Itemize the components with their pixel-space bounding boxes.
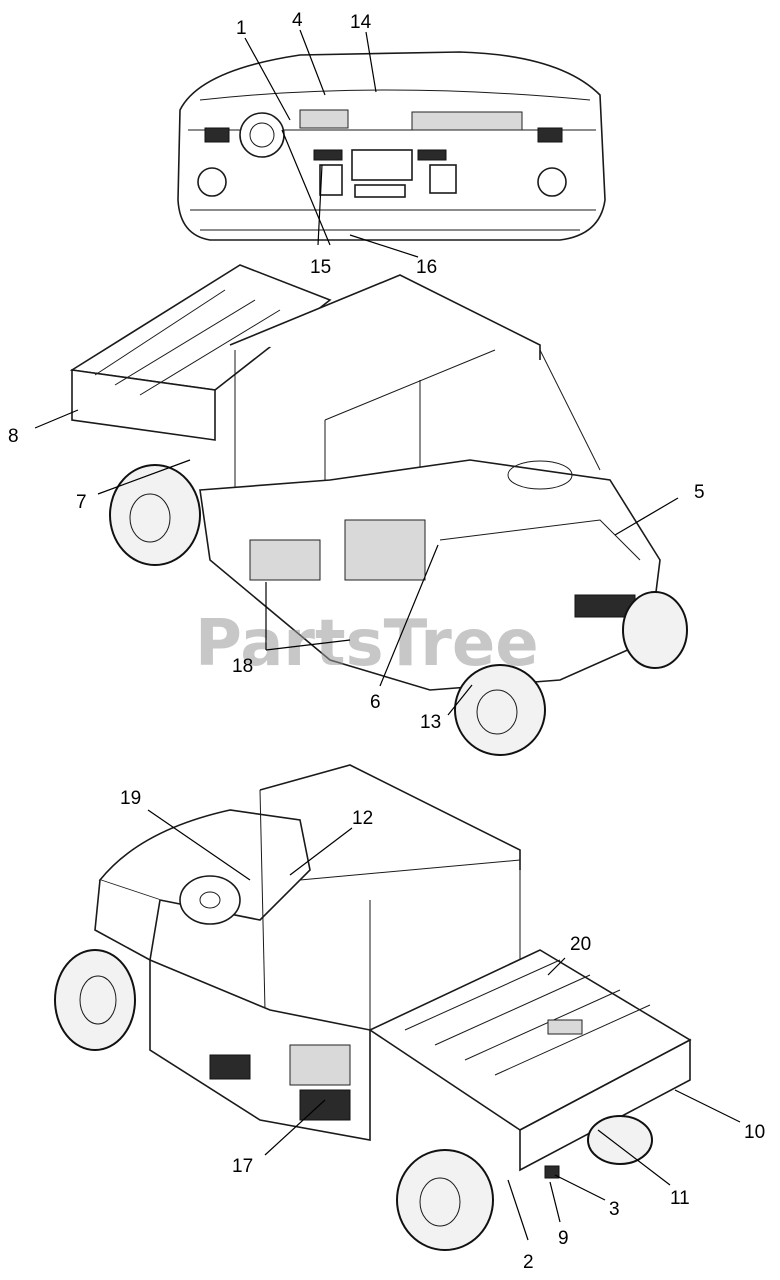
callout-10: 10 — [744, 1122, 765, 1143]
callout-numbers: 1 4 14 15 16 8 7 5 18 6 13 19 12 20 10 1… — [8, 10, 765, 1273]
callout-4: 4 — [292, 10, 303, 31]
callout-15: 15 — [310, 257, 331, 278]
vehicle-rear-view-illustration — [69, 264, 688, 756]
callout-7: 7 — [76, 492, 87, 513]
leader-lines — [34, 29, 741, 1241]
callout-5: 5 — [694, 482, 705, 503]
callout-2: 2 — [523, 1252, 534, 1273]
callout-9: 9 — [558, 1228, 569, 1249]
watermark-text: PartsTree — [195, 607, 539, 681]
callout-14: 14 — [350, 12, 372, 33]
callout-13: 13 — [420, 712, 441, 733]
callout-16: 16 — [416, 257, 437, 278]
callout-12: 12 — [352, 808, 373, 829]
callout-11: 11 — [670, 1188, 690, 1209]
callout-17: 17 — [232, 1156, 253, 1177]
callout-3: 3 — [609, 1199, 620, 1220]
callout-19: 19 — [120, 788, 141, 809]
callout-20: 20 — [570, 934, 591, 955]
callout-6: 6 — [370, 692, 381, 713]
dashboard-illustration — [177, 51, 606, 241]
callout-1: 1 — [236, 18, 247, 39]
vehicle-front-view-illustration — [54, 764, 692, 1251]
callout-18: 18 — [232, 656, 253, 677]
callout-8: 8 — [8, 426, 19, 447]
